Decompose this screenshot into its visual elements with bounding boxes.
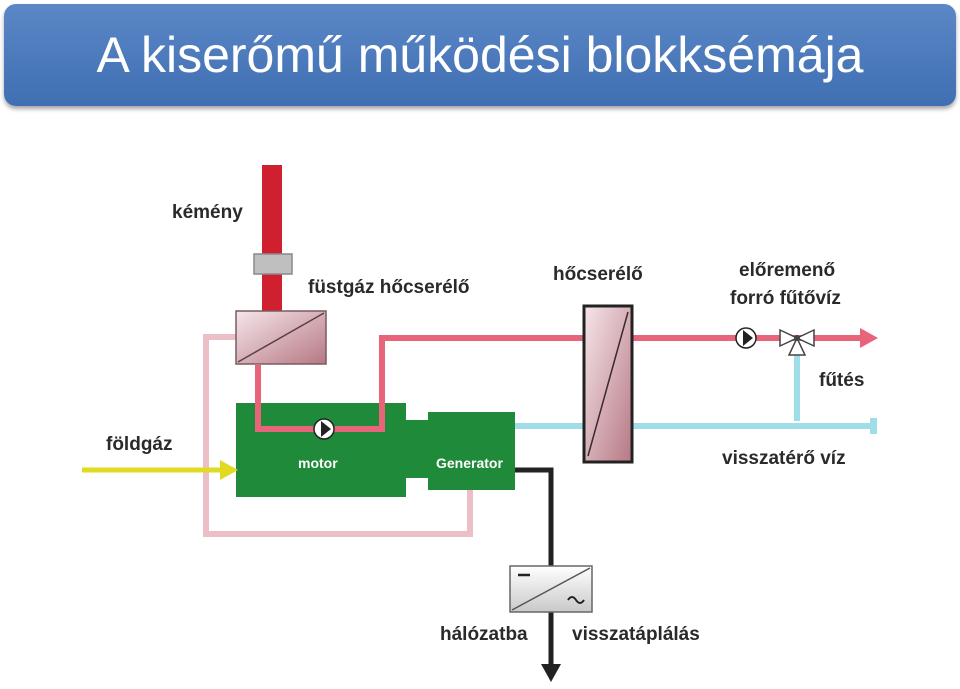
generator-block — [428, 412, 515, 490]
label-flue-gas-exchanger: füstgáz hőcserélő — [308, 277, 470, 298]
motor-coupling — [406, 420, 428, 478]
inverter-ac-icon — [567, 596, 585, 604]
label-return-water: visszatérő víz — [722, 448, 846, 469]
inverter-diagonal — [511, 567, 591, 611]
motor-block — [236, 403, 406, 497]
power-line — [515, 467, 554, 566]
label-feed-back: visszatáplálás — [572, 624, 700, 645]
three-way-valve-icon — [779, 328, 815, 356]
exhaust-pipe — [203, 334, 473, 537]
label-to-grid: hálózatba — [440, 624, 528, 645]
flue-gas-exchanger-diagonal — [237, 312, 325, 363]
gas-arrowhead-icon — [220, 460, 238, 480]
page-title: A kiserőmű működési blokksémája — [96, 27, 864, 83]
hot-water-pipe — [255, 335, 584, 432]
label-heating: fűtés — [819, 370, 864, 391]
label-natural-gas: földgáz — [106, 434, 173, 455]
label-chimney: kémény — [172, 202, 243, 223]
heat-exchanger-diagonal — [587, 311, 629, 457]
label-flow-hot-water-1: előremenő — [739, 260, 835, 281]
title-banner: A kiserőmű működési blokksémája — [4, 4, 956, 106]
label-flow-hot-water-2: forró fűtővíz — [730, 288, 841, 309]
label-generator: Generator — [436, 455, 503, 471]
flow-pump-arrow-icon — [743, 330, 753, 346]
chimney — [262, 165, 282, 313]
grid-arrowhead-icon — [541, 664, 561, 682]
chimney-collar — [253, 253, 293, 275]
label-motor: motor — [298, 455, 338, 471]
return-water-inlet-icon — [870, 418, 877, 434]
label-heat-exchanger: hőcserélő — [553, 264, 643, 285]
motor-pump-arrow-icon — [321, 421, 331, 437]
flow-arrowhead-icon — [860, 328, 878, 348]
